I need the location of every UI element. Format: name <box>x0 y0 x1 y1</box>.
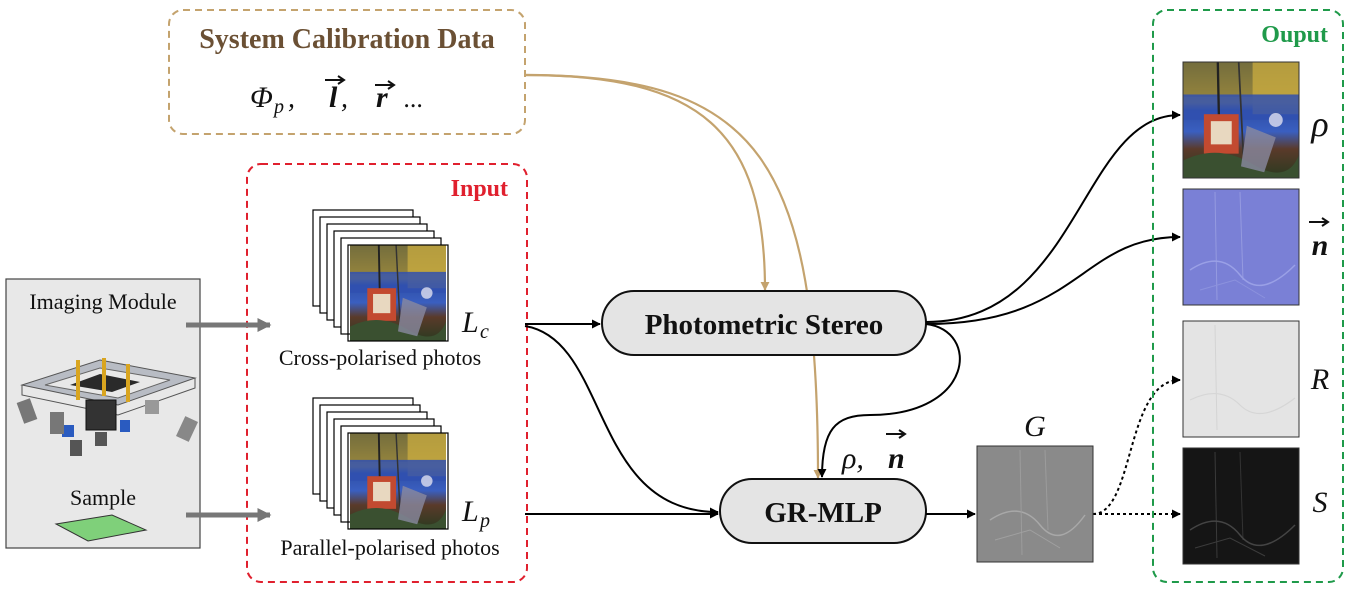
calibration-box: System Calibration Data Φ p , l , r ... <box>168 9 526 135</box>
output-n-label: n <box>1312 229 1329 262</box>
lc-subscript: c <box>480 321 489 343</box>
ps-to-rho-arrow <box>925 110 1181 323</box>
sample-illustration <box>54 514 148 542</box>
input-title: Input <box>451 176 508 202</box>
output-n-arrow-accent <box>1309 217 1330 227</box>
output-box: Ouput ρ n R <box>1152 9 1344 583</box>
output-r-label: R <box>1310 363 1329 396</box>
hardware-panel: Imaging Module Sample <box>5 278 201 549</box>
rho-n-rho: ρ, <box>841 442 864 475</box>
rho-n-n: n <box>888 442 905 475</box>
input-box: Input Cross-polarised photos L c Paralle… <box>246 163 528 583</box>
photometric-stereo-box: Photometric Stereo <box>601 290 927 356</box>
cross-polarised-photo <box>349 245 447 341</box>
output-s-label: S <box>1313 486 1328 519</box>
calibration-border <box>168 9 526 135</box>
g-image: G <box>976 410 1094 563</box>
ps-to-grmlp-arrow <box>817 323 961 478</box>
rho-n-label: ρ, n <box>841 429 907 475</box>
cross-polarised-caption: Cross-polarised photos <box>279 345 481 370</box>
lc-label: L <box>461 306 479 339</box>
s-image <box>1182 447 1300 565</box>
parallel-polarised-photo <box>349 433 447 529</box>
comma-2: , <box>341 83 348 114</box>
r-image <box>1182 320 1300 438</box>
imaging-module-label: Imaging Module <box>29 289 176 314</box>
gr-mlp-box: GR-MLP <box>719 478 927 544</box>
g-to-r-arrow <box>1092 375 1181 515</box>
l-vector: l <box>329 81 338 114</box>
sample-label: Sample <box>70 485 136 510</box>
normal-image <box>1182 188 1300 306</box>
phi-subscript: p <box>272 96 284 118</box>
r-arrow-accent <box>375 80 396 90</box>
calibration-symbols: Φ p , l , r ... <box>250 75 424 118</box>
r-vector: r <box>376 81 388 114</box>
photometric-stereo-label: Photometric Stereo <box>645 309 884 341</box>
calibration-title: System Calibration Data <box>199 24 495 55</box>
gr-mlp-label: GR-MLP <box>764 497 882 529</box>
lp-label: L <box>461 495 479 528</box>
ps-to-n-arrow <box>925 232 1181 325</box>
cross-polarised-stack <box>312 209 449 342</box>
ellipsis: ... <box>404 84 424 113</box>
output-rho-label: ρ <box>1310 104 1328 144</box>
parallel-polarised-stack <box>312 397 449 530</box>
calibration-arrows <box>524 73 823 479</box>
rho-n-arrow-accent <box>886 429 907 439</box>
comma-1: , <box>288 83 295 114</box>
flow-arrows <box>524 110 1181 519</box>
output-title: Ouput <box>1261 22 1328 48</box>
output-border <box>1152 9 1344 583</box>
calib-to-grmlp-arrow <box>524 73 823 479</box>
calib-to-ps-arrow <box>524 73 770 291</box>
input-border <box>246 163 528 583</box>
lc-to-grmlp-arrow <box>524 325 719 517</box>
albedo-image <box>1182 61 1300 179</box>
phi-symbol: Φ <box>250 81 273 114</box>
l-arrow-accent <box>325 75 346 85</box>
lp-subscript: p <box>478 510 490 532</box>
imaging-rig-illustration <box>16 358 198 456</box>
g-label: G <box>1024 410 1046 443</box>
parallel-polarised-caption: Parallel-polarised photos <box>280 535 499 560</box>
